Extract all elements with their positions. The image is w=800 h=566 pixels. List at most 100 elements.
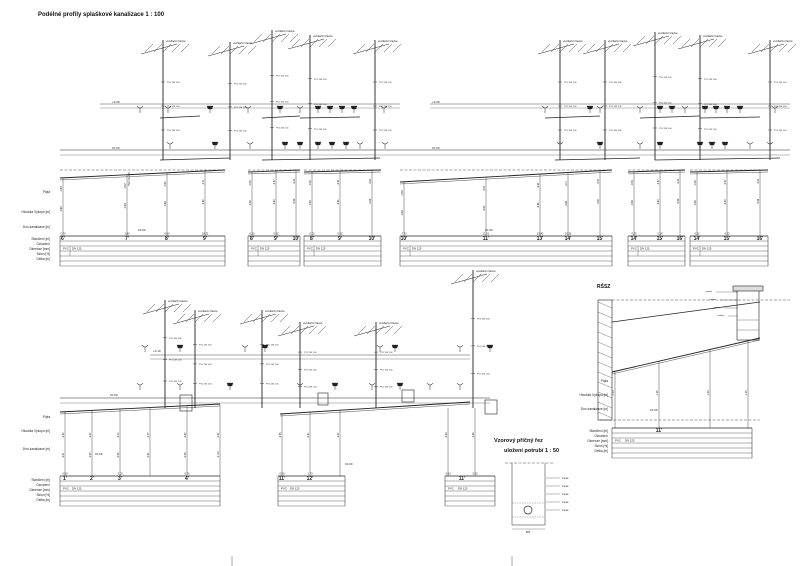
stack-note: PVC DN 100 — [774, 82, 787, 84]
vent-stack-label: ventilační hlavice — [265, 309, 285, 313]
roof-hatch — [289, 33, 299, 43]
basin-symbol — [681, 105, 689, 109]
wc-symbol — [723, 105, 731, 110]
roof-hatch — [393, 325, 403, 335]
station-label: 11' — [459, 476, 465, 482]
vent-stack-label: ventilační hlavice — [379, 321, 399, 325]
rowlabel-rsz-station: Staničení [m] — [589, 429, 608, 433]
rowlabel-c-pipe: Pipla — [43, 415, 50, 419]
depth-value: -0.50 — [309, 180, 312, 186]
rowlabel-a-slope: Sklon [%] — [37, 252, 51, 256]
station-value: 0.25 — [657, 232, 663, 236]
stack-note: PVC DN 100 — [774, 130, 787, 132]
wc-symbol — [326, 105, 334, 110]
branch-pipe — [654, 157, 781, 161]
wc-symbol — [656, 105, 664, 110]
inspection-chamber — [179, 394, 193, 412]
invert-value: -0.83 — [124, 203, 127, 209]
wall-hatch — [597, 351, 613, 359]
station-label: 8' — [250, 236, 254, 242]
depth-value: -0.50 — [401, 190, 404, 196]
stack-note: PVC DN 100 — [477, 346, 490, 348]
manhole-shaft — [736, 289, 760, 341]
roof-hatch — [211, 45, 221, 55]
pipe-cross-section — [523, 505, 533, 515]
wall-hatch — [597, 301, 613, 309]
roof-hatch — [622, 43, 632, 53]
rsz-sloped-line — [611, 301, 761, 323]
depth-value: -0.62 — [62, 432, 65, 438]
material-label: PVC — [281, 487, 287, 491]
roof-hatch — [374, 43, 384, 53]
stack-note: PVC DN 100 — [774, 106, 787, 108]
roof-line — [277, 325, 315, 337]
wc-symbol — [211, 141, 219, 146]
vent-stack-label: ventilační hlavice — [658, 31, 678, 35]
sewer-pipe-bottom — [279, 403, 471, 417]
wc-symbol — [701, 105, 709, 110]
roof-hatch — [481, 273, 491, 283]
manhole-cover — [732, 285, 764, 292]
roof-hatch — [291, 38, 301, 48]
wc-symbol — [281, 141, 289, 146]
basin-symbol — [141, 344, 149, 348]
wall-hatch — [597, 321, 613, 329]
stack-note: PVC DN 100 — [169, 381, 182, 383]
station-value: 6.00 — [164, 232, 170, 236]
roof-hatch — [559, 43, 569, 53]
rowlabel-a-invert: Dno kanalizace [m] — [23, 225, 50, 229]
sewer-pipe — [59, 403, 221, 413]
material-label: PVC — [251, 247, 257, 251]
roof-line — [747, 43, 785, 55]
station-label: 6' — [61, 236, 65, 242]
drawing-title: Podélné profily splaškové kanalizace 1 :… — [38, 12, 165, 18]
roof-hatch — [699, 38, 709, 48]
roof-hatch — [173, 303, 183, 313]
roof-hatch — [463, 273, 473, 283]
invert-value: -0.99 — [184, 452, 187, 458]
station-value: 0.25 — [694, 232, 700, 236]
wall-hatch — [597, 371, 613, 379]
basin-symbol — [136, 382, 144, 386]
stack-note: PVC DN 100 — [659, 102, 672, 104]
stack-note: PVC DN 100 — [304, 352, 317, 354]
roof-hatch — [171, 43, 181, 53]
roof-line — [239, 313, 277, 325]
stack-note: PVC DN 100 — [477, 318, 490, 320]
roof-hatch — [454, 273, 464, 283]
depth-value: -0.64 — [369, 178, 372, 184]
diameter-label: DN 125 — [412, 247, 422, 251]
invert-value: -0.83 — [657, 199, 660, 205]
roof-hatch — [690, 38, 700, 48]
wc-symbol — [656, 141, 664, 146]
depth-value: -0.57 — [657, 179, 660, 185]
roof-hatch — [365, 43, 375, 53]
depth-value: -0.72 — [117, 432, 120, 438]
invert-value: -0.101 — [217, 451, 220, 458]
roof-hatch — [153, 43, 163, 53]
material-label: PVC — [631, 247, 637, 251]
invert-value: -0.80 — [309, 200, 312, 206]
roof-line — [582, 43, 620, 55]
material-label: PVC — [615, 439, 621, 443]
roof-hatch — [270, 313, 280, 323]
roof-hatch — [366, 325, 376, 335]
roof-hatch — [663, 35, 673, 45]
invert-value: -0.80 — [60, 206, 63, 212]
stack-note: PVC DN 100 — [314, 104, 327, 106]
section-title-line2: uložení potrubí 1 : 50 — [504, 448, 560, 454]
station-label: 10' — [401, 236, 408, 242]
station-label: 15' — [724, 236, 731, 242]
roof-hatch — [384, 325, 394, 335]
basin-symbol — [296, 105, 304, 109]
station-label: 9' — [338, 236, 342, 242]
diameter-label: DN 125 — [458, 487, 468, 491]
roof-hatch — [760, 43, 770, 53]
stack-note: PVC DN 100 — [276, 76, 289, 78]
inspection-chamber — [484, 399, 498, 415]
material-label: PVC — [693, 247, 699, 251]
dimension-text: 800 — [526, 530, 531, 534]
station-value: 0.25 — [724, 232, 730, 236]
invert-value: -0.83 — [724, 199, 727, 205]
depth-value: -0.57 — [483, 185, 486, 191]
